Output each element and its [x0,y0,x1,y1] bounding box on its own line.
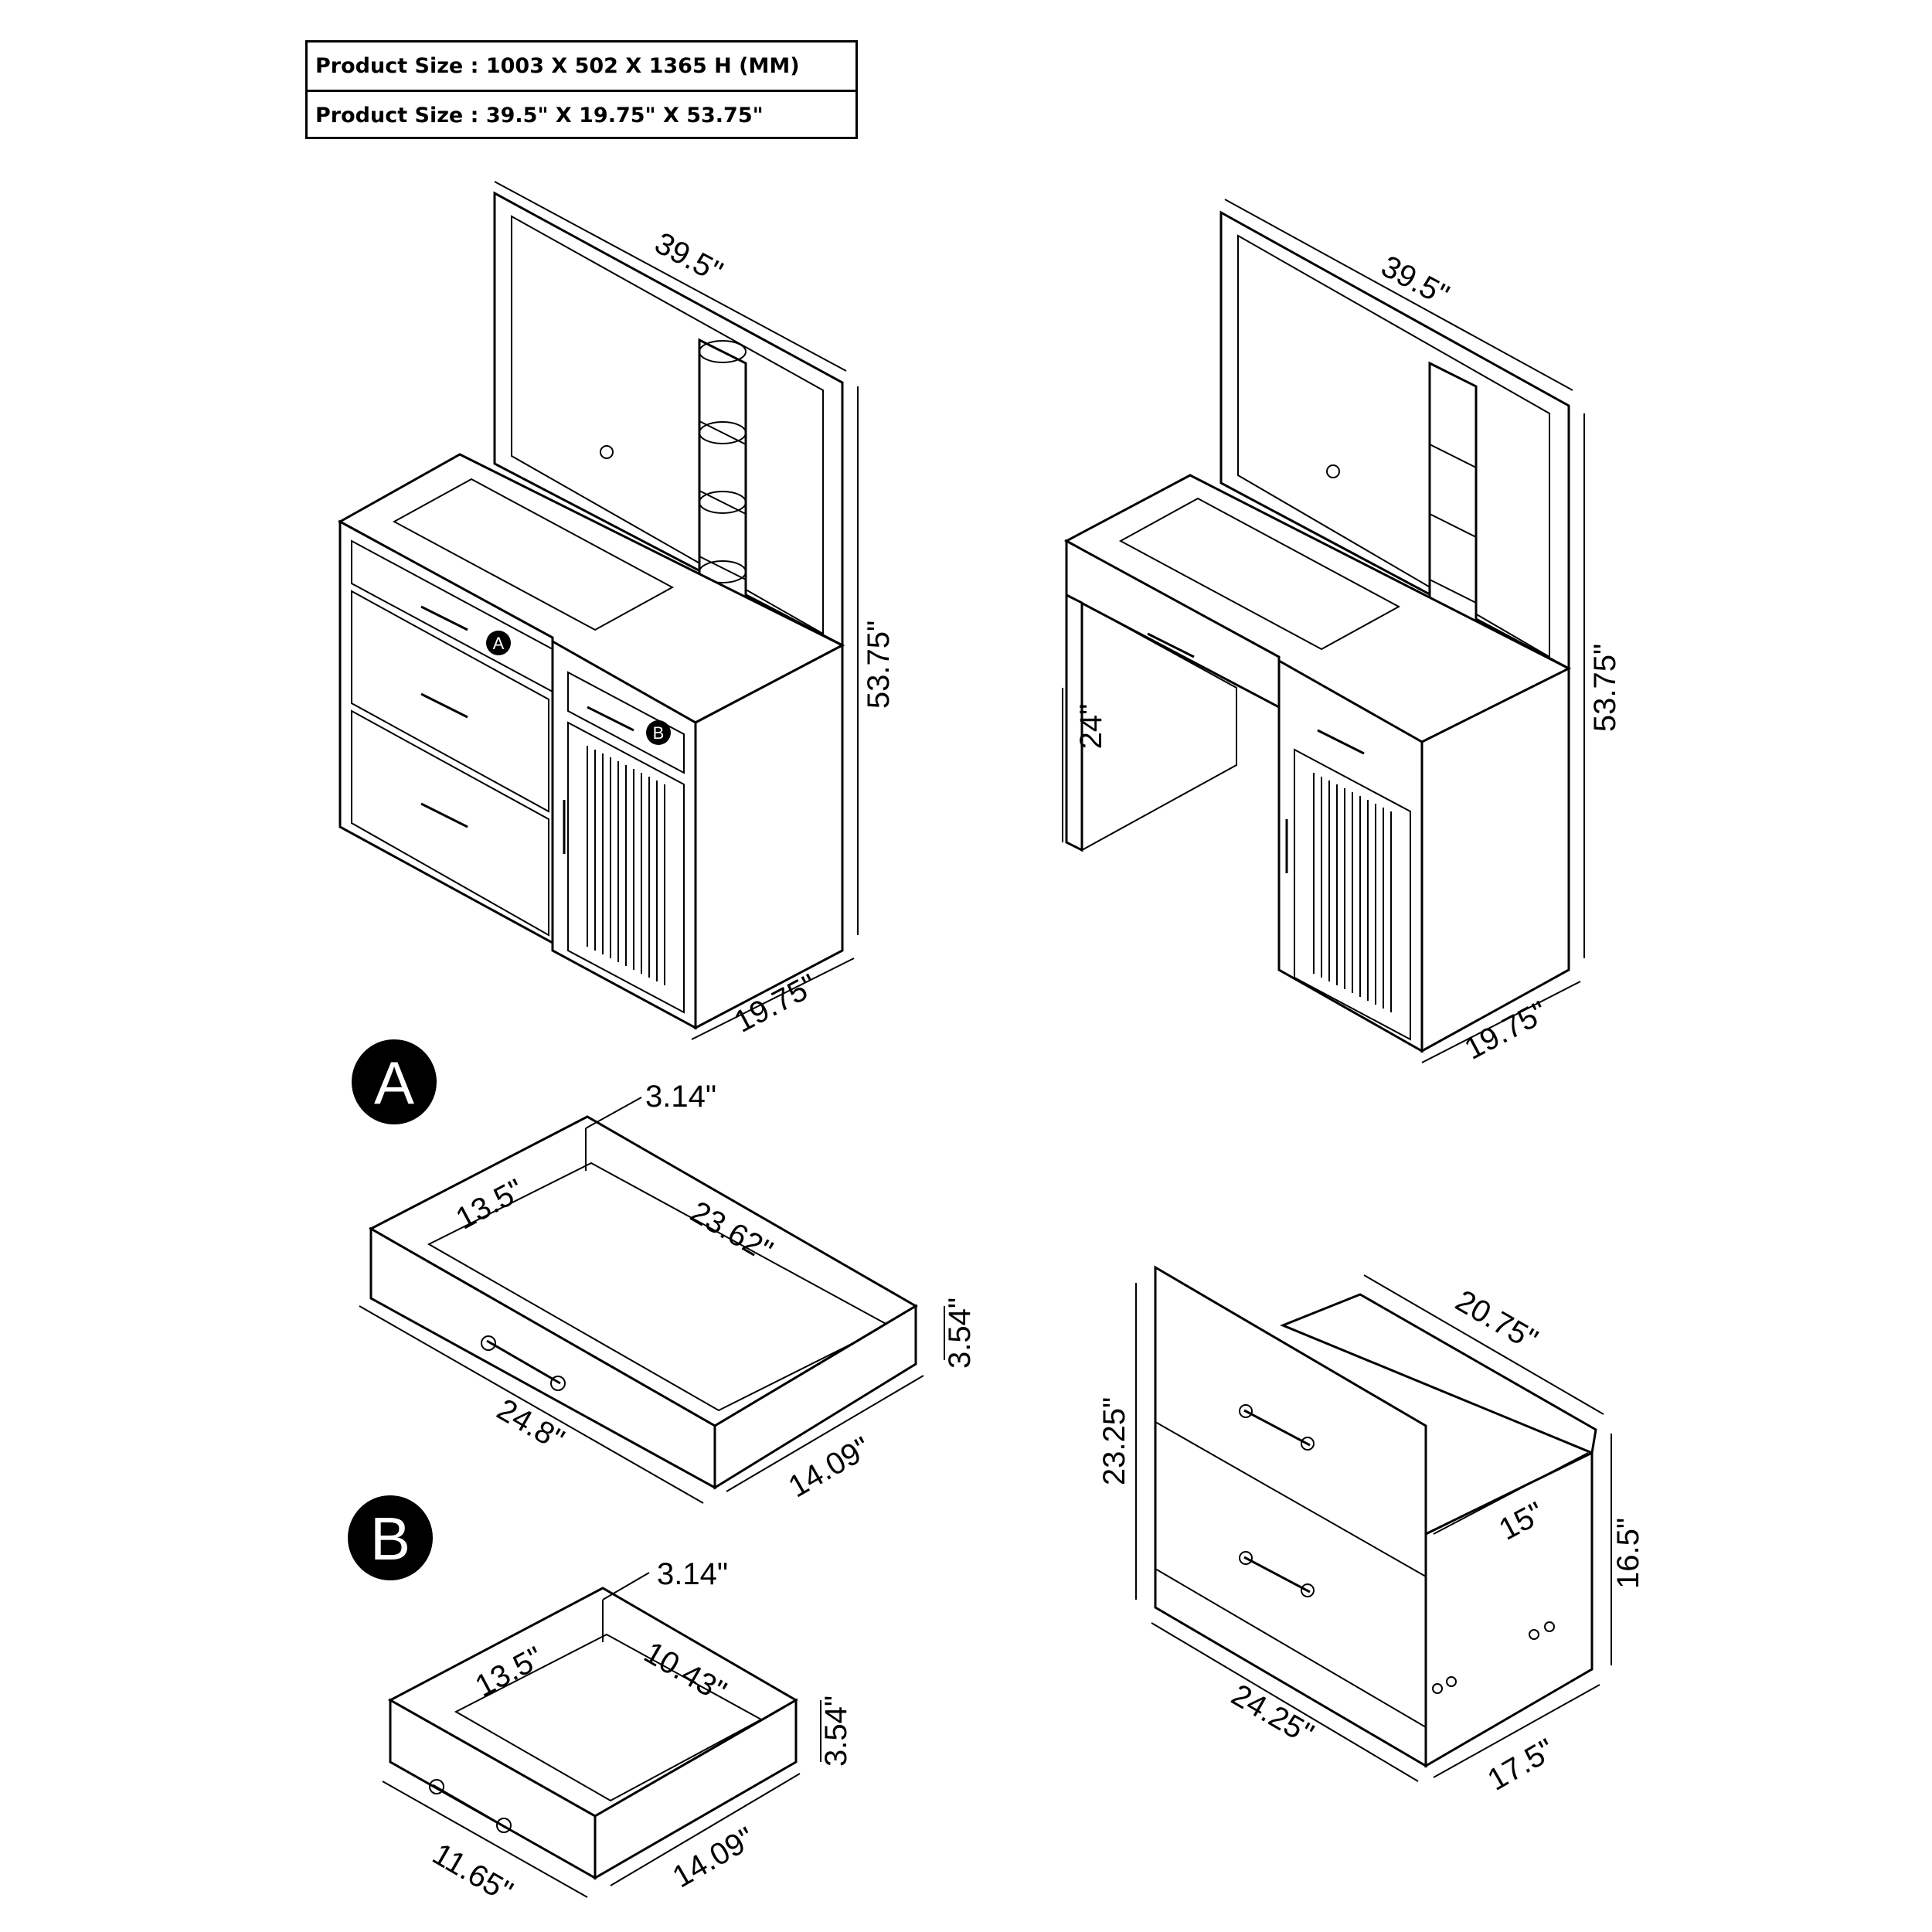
vanity-view-left: A B 39.5" 53.75" 19.75" [337,181,896,1040]
cabinet-body-height-label: 16.5" [1611,1518,1645,1589]
drawer-a-depth-label: 14.09" [783,1430,876,1504]
drawer-a-badge [352,1039,437,1124]
cabinet-top-depth-label: 20.75" [1450,1284,1543,1357]
slatted-door [567,721,685,1014]
drawer-b-badge [348,1495,433,1580]
drawer-b-side-height-label: 3.14" [657,1557,728,1591]
drawer-a-side [713,1304,917,1490]
drawer-a-front-height-label: 3.54" [943,1298,977,1369]
product-size-table: Product Size : 1003 X 502 X 1365 H (MM) … [305,40,858,139]
cabinet-side-right [1420,666,1570,1053]
drawer-b-badge-label: B [370,1505,410,1573]
drawer-b-detail: B 3.14" 13.5" 10.43" 3.54" 11.65" 14.09" [348,1495,853,1910]
drawer-a-side-height-label: 3.14" [645,1080,716,1114]
callout-a-marker [486,631,511,655]
cabinet-side-depth-label: 17.5" [1482,1733,1561,1798]
product-size-inches: Product Size : 39.5" X 19.75" X 53.75" [308,90,855,139]
left-height-label: 53.75" [862,621,896,709]
drawer-b-front-width-label: 11.65" [427,1837,518,1910]
callout-a-label: A [493,634,505,653]
cabinet-panel-height-label: 23.25" [1097,1397,1131,1485]
drawer-b-front-height-label: 3.54" [819,1696,853,1767]
drawer-b-side [594,1698,798,1880]
drawer-a-badge-label: A [374,1049,414,1117]
drawer-a-detail: A 3.14" 13.5" 23.62" 3.54" 24.8" 14.09" [352,1039,977,1504]
drawer-b-depth-label: 14.09" [667,1821,760,1894]
cabinet-side [1424,1451,1594,1768]
product-size-mm: Product Size : 1003 X 502 X 1365 H (MM) [315,54,800,78]
right-height-label: 53.75" [1588,644,1622,732]
right-cabinet-side [694,643,844,1030]
cabinet-top [1280,1293,1597,1455]
knee-height-label: 24" [1074,704,1108,750]
callout-b-marker [646,720,671,745]
side-cabinet-detail: 20.75" 23.25" 15" 16.5" 24.25" 17.5" [1097,1265,1645,1798]
callout-b-label: B [653,723,665,743]
door-slats [587,746,665,985]
slatted-door-right [1294,748,1411,1041]
cabinet-front-panel [1154,1265,1427,1768]
vanity-view-right: 39.5" 53.75" 19.75" 24" [1062,199,1622,1066]
left-width-label: 39.5" [649,226,728,289]
